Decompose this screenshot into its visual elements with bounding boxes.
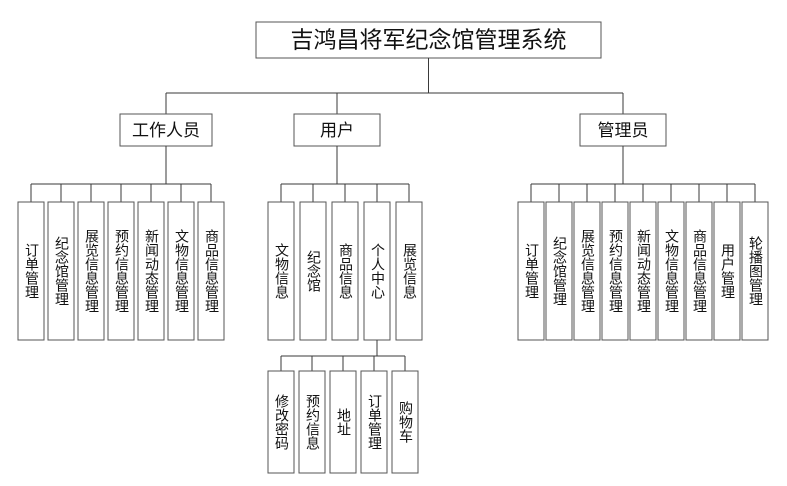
role-user-box[interactable] [293, 113, 381, 147]
leaf-node[interactable] [47, 201, 75, 341]
root-node-title[interactable] [255, 21, 602, 59]
leaf-node[interactable] [77, 201, 105, 341]
role-admin-label: 管理员 [598, 121, 649, 141]
leaf-node[interactable] [267, 201, 295, 341]
leaf-node[interactable] [17, 201, 45, 341]
leaf-node[interactable] [657, 201, 685, 341]
role-user-label: 用户 [320, 121, 354, 141]
leaf-node[interactable] [629, 201, 657, 341]
leaf-node[interactable] [197, 201, 225, 341]
leaf-node[interactable] [107, 201, 135, 341]
leaf-node[interactable] [331, 201, 359, 341]
leaf-node[interactable] [395, 201, 423, 341]
leaf-node[interactable] [299, 201, 327, 341]
root-node-title-label: 吉鸿昌将军纪念馆管理系统 [291, 28, 567, 54]
leaf-node[interactable] [741, 201, 769, 341]
leaf-node[interactable] [601, 201, 629, 341]
sub-leaf-node[interactable] [298, 370, 326, 474]
sub-leaf-node[interactable] [391, 370, 419, 474]
sub-leaf-node[interactable] [360, 370, 388, 474]
role-staff-box[interactable] [119, 113, 213, 147]
sub-leaf-node[interactable] [329, 370, 357, 474]
role-staff-label: 工作人员 [132, 121, 200, 141]
leaf-node[interactable] [545, 201, 573, 341]
leaf-node[interactable] [137, 201, 165, 341]
leaf-node[interactable] [517, 201, 545, 341]
leaf-node[interactable] [573, 201, 601, 341]
leaf-node[interactable] [685, 201, 713, 341]
leaf-node[interactable] [167, 201, 195, 341]
leaf-node[interactable] [363, 201, 391, 341]
sub-leaf-node[interactable] [267, 370, 295, 474]
leaf-node[interactable] [713, 201, 741, 341]
